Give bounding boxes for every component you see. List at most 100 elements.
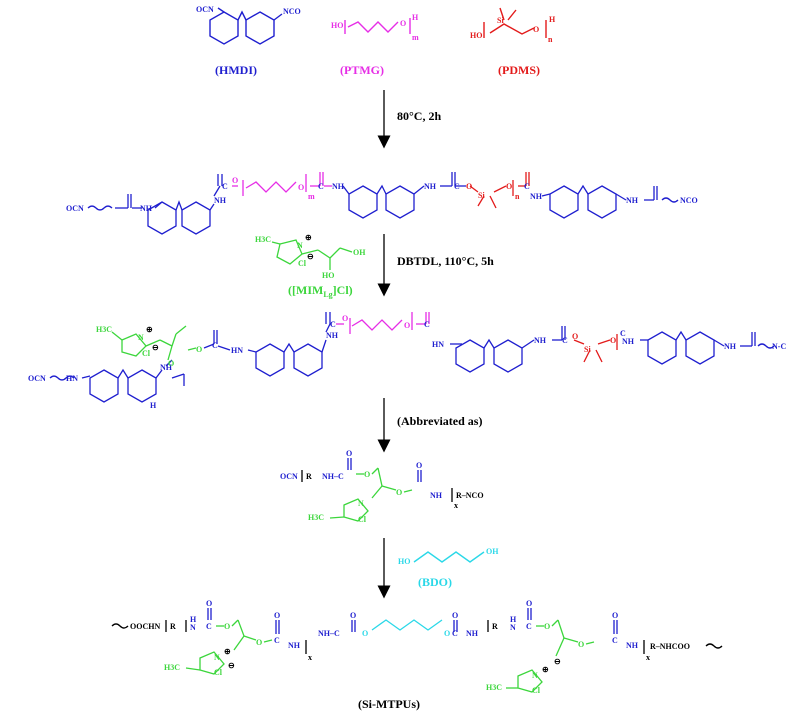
ionic-liquid-label-post: ]Cl) <box>333 283 353 297</box>
pdms-ho-label: HO <box>470 31 482 40</box>
product-c-label-1: C <box>206 622 212 631</box>
abbreviated-right-label: R–NCO <box>456 491 484 500</box>
product-r-label-2: R <box>492 622 498 631</box>
product-o-label-9: O <box>526 599 532 608</box>
product-structure <box>111 608 723 693</box>
hmdi-structure <box>209 7 283 45</box>
product-o-label-6: O <box>362 629 368 638</box>
ionic-liquid-n-label: N <box>297 241 303 250</box>
pdms-o-label: O <box>533 25 539 34</box>
abbreviated-o-label-4: O <box>416 461 422 470</box>
abbreviated-n-label: N <box>358 499 364 508</box>
product-o-label-3: O <box>256 638 262 647</box>
product-o-label-8: O <box>452 611 458 620</box>
abbreviated-nhc-label: NH–C <box>322 472 344 481</box>
product-o-label-5: O <box>350 611 356 620</box>
prepolymer-nh-label-4: NH <box>424 182 437 191</box>
prepolymer-nh-label-5: NH <box>530 192 543 201</box>
ionic-liquid-minus-label: ⊖ <box>307 252 314 261</box>
modified-o-label-4: O <box>572 332 578 341</box>
hmdi-label: (HMDI) <box>215 63 257 77</box>
ionic-liquid-ho-label: HO <box>322 271 334 280</box>
product-n-label-1: N <box>190 623 196 632</box>
modified-nh-label-2: NH <box>534 336 547 345</box>
modified-ocn-label: OCN <box>28 374 46 383</box>
prepolymer-c-label-2: C <box>318 182 324 191</box>
product-plus-label-2: ⊕ <box>542 665 549 674</box>
product-minus-label-2: ⊖ <box>554 657 561 666</box>
modified-c-label-1: C <box>212 341 218 350</box>
abbreviated-r-label-1: R <box>306 472 312 481</box>
product-methyl-label-1: H3C <box>164 663 180 672</box>
product-nh-label-2: NH <box>466 629 479 638</box>
modified-nc-label: N-C <box>772 342 786 351</box>
prepolymer-o-label-4: O <box>506 182 512 191</box>
product-x-label-2: x <box>646 653 650 662</box>
modified-n-label: N <box>138 333 144 342</box>
ptmg-o-label: O <box>400 19 406 28</box>
modified-prepolymer-structure <box>49 312 775 403</box>
product-o-label-10: O <box>544 622 550 631</box>
abbreviated-nh-label: NH <box>430 491 443 500</box>
product-c-label-4: C <box>526 622 532 631</box>
product-methyl-label-2: H3C <box>486 683 502 692</box>
product-n-label-2: N <box>510 623 516 632</box>
modified-o-label-5: O <box>610 336 616 345</box>
ionic-liquid-cl-label: Cl <box>298 259 307 268</box>
product-cl-label-2: Cl <box>532 686 541 695</box>
prepolymer-structure <box>87 172 679 235</box>
modified-nh-label-3: NH <box>622 337 635 346</box>
hmdi-ocn-label: OCN <box>196 5 214 14</box>
product-c-label-3: C <box>452 629 458 638</box>
product-o-label-4: O <box>274 611 280 620</box>
product-right-label: R–NHCOO <box>650 642 690 651</box>
prepolymer-nco-label: NCO <box>680 196 698 205</box>
pdms-label: (PDMS) <box>498 63 540 77</box>
product-x-label-1: x <box>308 653 312 662</box>
modified-c-label-2: C <box>330 320 336 329</box>
hmdi-nco-label: NCO <box>283 7 301 16</box>
modified-si-label: Si <box>584 345 591 354</box>
product-label: (Si-MTPUs) <box>358 697 420 711</box>
modified-plus-label: ⊕ <box>146 325 153 334</box>
pdms-n-label: n <box>548 35 553 44</box>
bdo-ho-label: HO <box>398 557 410 566</box>
prepolymer-nh-label-2: NH <box>214 196 227 205</box>
ptmg-h-label: H <box>412 13 419 22</box>
abbreviated-methyl-label: H3C <box>308 513 324 522</box>
ptmg-structure <box>344 18 411 34</box>
prepolymer-c-label-4: C <box>524 182 530 191</box>
product-r-label-1: R <box>170 622 176 631</box>
product-o-label-12: O <box>612 611 618 620</box>
modified-c-label-3: C <box>424 320 430 329</box>
modified-hn-label-3: HN <box>66 374 78 383</box>
ptmg-ho-label: HO <box>331 21 343 30</box>
prepolymer-c-label-1: C <box>222 182 228 191</box>
product-h-label: H <box>190 615 197 624</box>
modified-methyl-label: H3C <box>96 325 112 334</box>
modified-cl-label: Cl <box>142 349 151 358</box>
product-n-label-3: N <box>214 653 220 662</box>
product-c-label-2: C <box>274 636 280 645</box>
ptmg-label: (PTMG) <box>340 63 384 77</box>
abbreviated-structure <box>301 458 453 522</box>
product-o-label-11: O <box>578 640 584 649</box>
modified-o-label-1: O <box>196 345 202 354</box>
pdms-h-label: H <box>549 15 556 24</box>
prepolymer-n-label: n <box>515 192 520 201</box>
prepolymer-si-label: Si <box>478 191 485 200</box>
prepolymer-nh-label-1: NH <box>140 204 153 213</box>
abbreviated-x-label: x <box>454 501 458 510</box>
modified-nh-label-5: NH <box>160 363 173 372</box>
ionic-liquid-label-sub: Lg <box>323 290 332 299</box>
product-minus-label-1: ⊖ <box>228 661 235 670</box>
abbreviated-ocn-label: OCN <box>280 472 298 481</box>
prepolymer-m-label: m <box>308 192 315 201</box>
abbreviated-o-label-3: O <box>396 488 402 497</box>
product-nh-label-1: NH <box>288 641 301 650</box>
modified-minus-label: ⊖ <box>152 343 159 352</box>
ionic-liquid-label-pre: ([MIM <box>288 283 323 297</box>
modified-c-label-4: C <box>562 336 568 345</box>
abbreviated-o-label-1: O <box>346 449 352 458</box>
abbreviated-o-label-2: O <box>364 470 370 479</box>
